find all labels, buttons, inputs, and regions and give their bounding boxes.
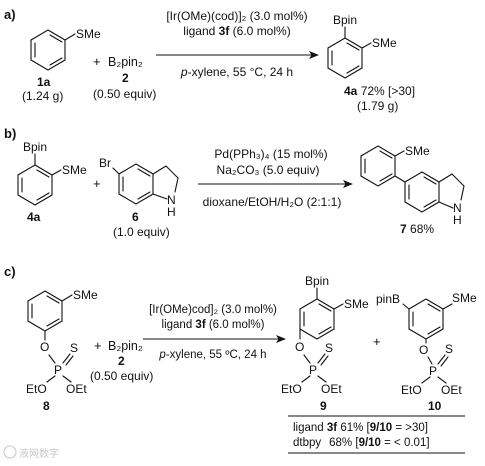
table-row: ligand 3f 61% [9/10 = >30]: [293, 422, 428, 434]
ethoxy-right-label: OEt: [441, 383, 462, 397]
h-label: H: [453, 213, 462, 227]
panel-b-label: b): [4, 126, 16, 141]
compound-id-8: 8: [43, 399, 50, 413]
oxygen-label: O: [419, 343, 428, 357]
bpin-label: Bpin: [305, 274, 329, 288]
product-4a-yield: 4a 72% [>30]: [344, 84, 415, 98]
plus-sign: +: [94, 338, 102, 353]
product-7-yield: 7 68%: [400, 222, 434, 236]
nh-label: N: [453, 201, 462, 215]
base-label: Na₂CO₃ (5.0 equiv): [217, 163, 320, 177]
sme-label: SMe: [344, 297, 369, 311]
solvent-conditions: p-xylene, 55 ºC, 24 h: [158, 349, 266, 361]
catalyst-label: [Ir(OMe)cod]₂ (3.0 mol%): [149, 304, 277, 316]
ligand-label: ligand 3f (6.0 mol%): [162, 319, 265, 331]
product-9-structure: Bpin SMe O P S EtO OEt: [281, 274, 369, 396]
sulfur-label: S: [70, 341, 78, 355]
reagent-amount: (0.50 equiv): [90, 369, 153, 383]
compound-id-1a: 1a: [37, 75, 51, 89]
product-4a-structure: Bpin SMe: [327, 13, 397, 79]
bromoindoline-structure: Br N H: [99, 156, 179, 219]
ligand-label: ligand 3f (6.0 mol%): [183, 24, 290, 38]
h-label: H: [167, 205, 176, 219]
sme-label: SMe: [62, 163, 87, 177]
panel-c-label: c): [4, 264, 16, 279]
pinb-label: pinB: [376, 292, 400, 306]
plus-sign: +: [93, 54, 101, 69]
compound-id-10: 10: [428, 399, 442, 413]
product-7-structure: SMe N H: [360, 144, 465, 227]
panel-b: b) Bpin SMe 4a + Br N H: [4, 126, 465, 239]
bpin-label: Bpin: [23, 140, 47, 154]
compound-id-9: 9: [320, 399, 327, 413]
phosphorus-label: P: [54, 363, 62, 377]
sme-label: SMe: [73, 288, 98, 302]
plus-sign: +: [93, 176, 101, 191]
phosphorus-label: P: [309, 363, 317, 377]
ethoxy-left-label: EtO: [401, 383, 422, 397]
reagent-b2pin2: B₂pin₂: [108, 339, 143, 353]
panel-a-label: a): [4, 7, 16, 22]
plus-sign-2: +: [373, 334, 381, 349]
sme-label: SMe: [372, 36, 397, 50]
product-4a-amount: (1.79 g): [357, 99, 398, 113]
sulfur-label: S: [325, 341, 333, 355]
amount-1a: (1.24 g): [22, 89, 63, 103]
ethoxy-left-label: EtO: [26, 382, 47, 396]
ethoxy-right-label: OEt: [321, 382, 342, 396]
amount-6: (1.0 equiv): [113, 225, 170, 239]
reagent-b2pin2: B₂pin₂: [108, 55, 143, 69]
oxygen-label: O: [295, 340, 304, 354]
reactant-8-structure: SMe O P S EtO OEt: [26, 288, 98, 396]
bpin-label: Bpin: [333, 13, 357, 27]
reagent-amount: (0.50 equiv): [93, 87, 156, 101]
compound-id-6: 6: [132, 210, 139, 224]
nh-label: N: [167, 193, 176, 207]
phosphorus-label: P: [429, 364, 437, 378]
sulfur-label: S: [445, 342, 453, 356]
sme-label: SMe: [452, 291, 477, 305]
solvent-conditions: p-xylene, 55 °C, 24 h: [180, 65, 293, 79]
br-label: Br: [99, 156, 111, 170]
panel-c: c) SMe O P S EtO OEt 8 + B₂pin₂ 2 (0.50 …: [4, 264, 477, 454]
substituent-label: SMe: [76, 27, 101, 41]
catalyst-label: Pd(PPh₃)₄ (15 mol%): [214, 147, 327, 161]
compound-id-4a: 4a: [27, 210, 41, 224]
ethoxy-left-label: EtO: [281, 382, 302, 396]
ethoxy-right-label: OEt: [66, 382, 87, 396]
thioanisole-structure: SMe: [30, 27, 101, 71]
reactant-4a-structure: Bpin SMe: [17, 140, 87, 206]
catalyst-label: [Ir(OMe)(cod)]₂ (3.0 mol%): [166, 9, 307, 23]
solvent-label: dioxane/EtOH/H₂O (2:1:1): [203, 195, 342, 209]
reagent-id-2: 2: [118, 354, 125, 368]
sme-label: SMe: [405, 144, 430, 158]
watermark: 液网数字: [3, 445, 59, 460]
oxygen-label: O: [40, 340, 49, 354]
watermark-text: 液网数字: [19, 447, 59, 460]
panel-a: a) SMe 1a (1.24 g) + B₂pin₂ 2 (0.50 equi…: [4, 7, 415, 113]
product-10-structure: pinB SMe O P S EtO OEt: [376, 291, 477, 397]
reagent-id-2: 2: [122, 71, 129, 85]
